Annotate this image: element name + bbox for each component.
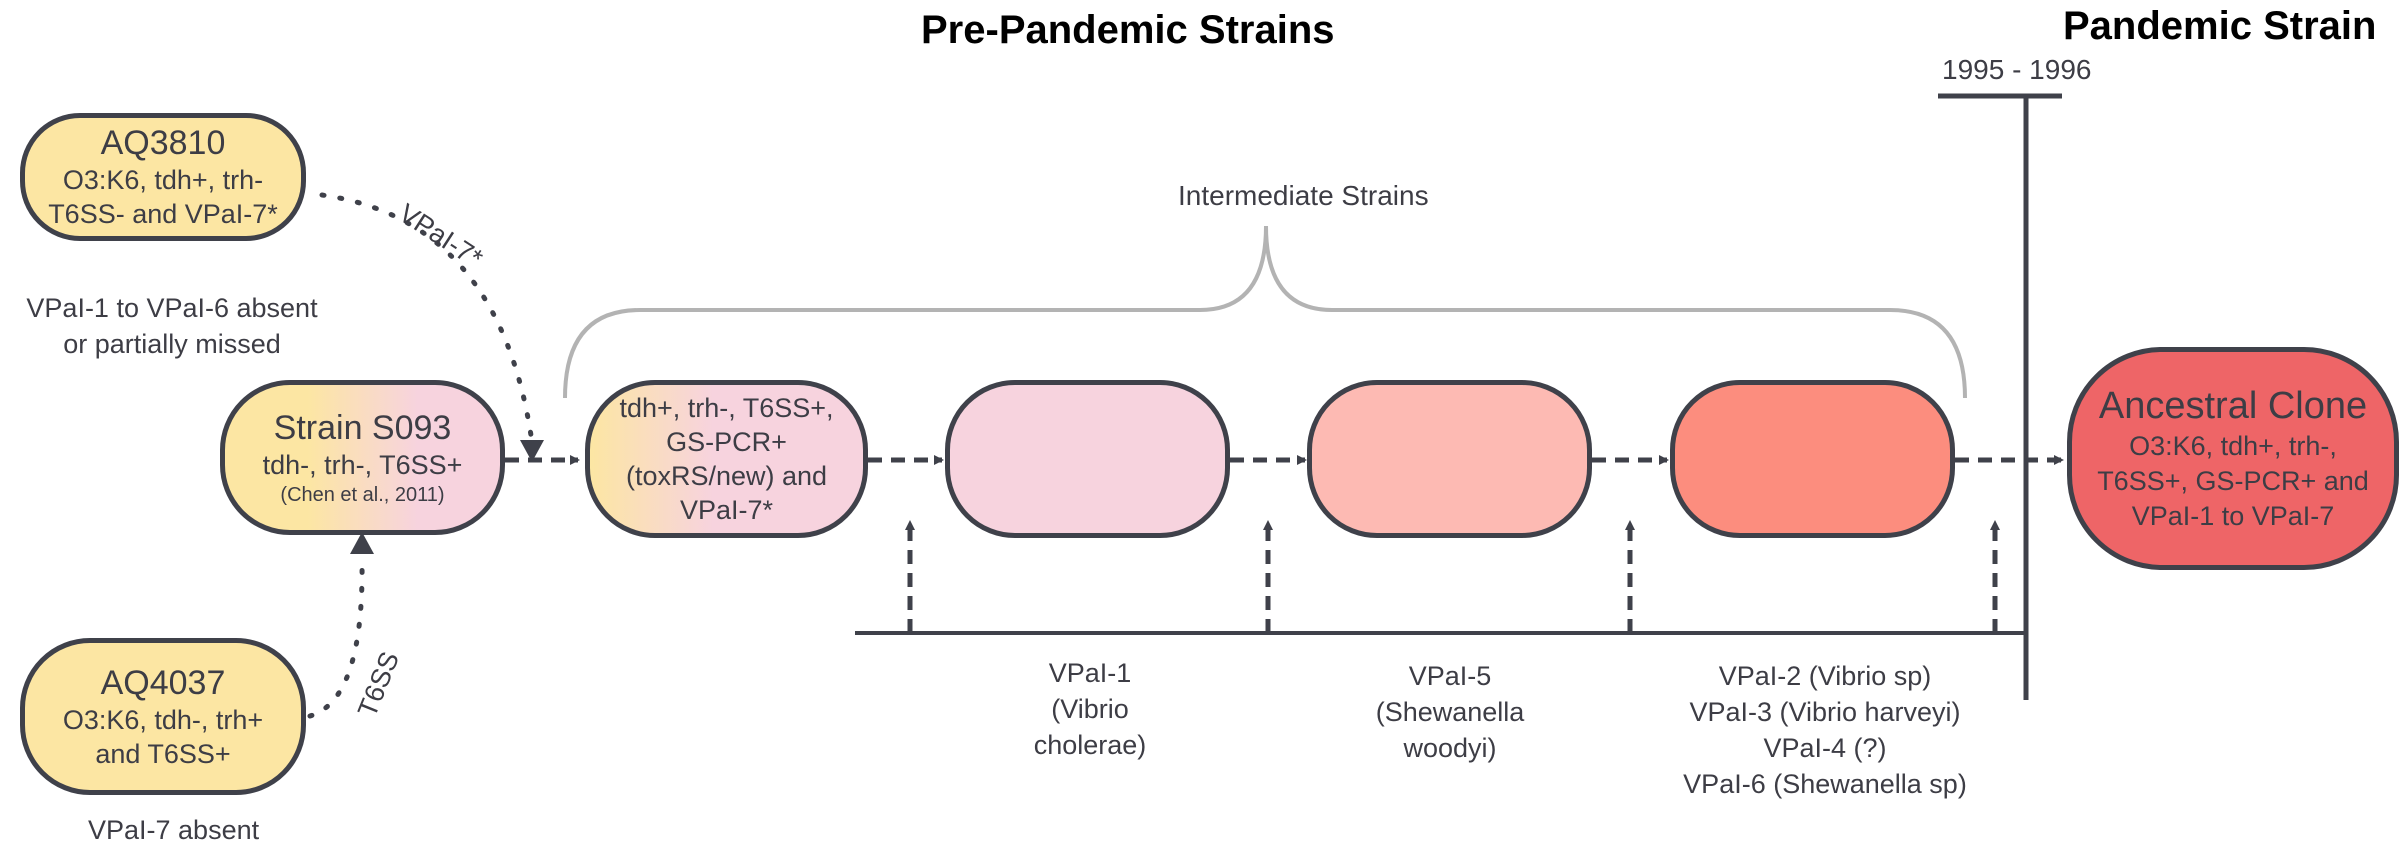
acquisition-1-line3: cholerae) [1033, 730, 1147, 760]
intermediate-strains-label: Intermediate Strains [1178, 180, 1429, 211]
acquisition-label-1: VPaI-1 (Vibrio cholerae) [1030, 655, 1150, 763]
intermediate-strain-4-node [1670, 380, 1955, 538]
intermediate-strain-3-node [1307, 380, 1592, 538]
acquisition-label-2: VPaI-5 (Shewanella woodyi) [1370, 658, 1530, 766]
acquisition-label-3: VPaI-2 (Vibrio sp) VPaI-3 (Vibrio harvey… [1660, 658, 1990, 802]
vpai7-dotted-arrow [319, 192, 535, 445]
acquisition-1-line2: (Vibrio [1051, 694, 1129, 724]
intermediate-strain-2-node [945, 380, 1230, 538]
strain-aq3810-note-line2: or partially missed [63, 329, 281, 359]
strain-aq3810-line1: O3:K6, tdh+, trh- [62, 165, 264, 195]
acquisition-2-line3: woodyi) [1403, 733, 1497, 763]
acquisition-3-line2: VPaI-3 (Vibrio harveyi) [1689, 697, 1961, 727]
ancestral-clone-name: Ancestral Clone [2098, 385, 2368, 427]
acquisition-2-line1: VPaI-5 [1408, 661, 1492, 691]
intermediate-brace [563, 225, 1967, 399]
strain-s093-citation: (Chen et al., 2011) [280, 483, 445, 506]
strain-aq3810-note-line1: VPaI-1 to VPaI-6 absent [26, 293, 318, 323]
strain-aq4037-node: AQ4037 O3:K6, tdh-, trh+ and T6SS+ [20, 638, 306, 795]
ancestral-clone-node: Ancestral Clone O3:K6, tdh+, trh-, T6SS+… [2067, 347, 2399, 570]
acquisition-2-line2: (Shewanella [1375, 697, 1525, 727]
t6ss-arrowhead [350, 532, 374, 554]
period-label: 1995 - 1996 [1942, 54, 2092, 85]
strain-aq3810-line2: T6SS- and VPaI-7* [48, 199, 278, 229]
intermediate-strain-1-line2: GS-PCR+ [666, 427, 787, 457]
ancestral-clone-line2: T6SS+, GS-PCR+ and [2097, 466, 2369, 496]
strain-aq4037-note: VPaI-7 absent [88, 815, 260, 845]
strain-aq3810-note: VPaI-1 to VPaI-6 absent or partially mis… [22, 290, 322, 362]
strain-aq3810-node: AQ3810 O3:K6, tdh+, trh- T6SS- and VPaI-… [20, 113, 306, 241]
strain-s093-name: Strain S093 [273, 408, 452, 447]
t6ss-dotted-arrow [307, 557, 365, 719]
intermediate-strain-1-line1: tdh+, trh-, T6SS+, [619, 393, 834, 423]
acquisition-3-line3: VPaI-4 (?) [1763, 733, 1887, 763]
strain-aq4037-name: AQ4037 [100, 663, 226, 702]
acquisition-1-line1: VPaI-1 [1048, 658, 1132, 688]
ancestral-clone-line1: O3:K6, tdh+, trh-, [2129, 431, 2337, 461]
intermediate-strain-1-line3: (toxRS/new) and [625, 461, 828, 491]
intermediate-strain-1-line4: VPaI-7* [679, 495, 774, 525]
pandemic-title: Pandemic Strain [2063, 4, 2377, 48]
strain-s093-line1: tdh-, trh-, T6SS+ [262, 449, 463, 480]
acquisition-3-line4: VPaI-6 (Shewanella sp) [1683, 769, 1967, 799]
pre-pandemic-title: Pre-Pandemic Strains [921, 8, 1335, 52]
vpai7-arrowhead [520, 440, 544, 462]
acquisition-3-line1: VPaI-2 (Vibrio sp) [1718, 661, 1932, 691]
strain-aq4037-line2: and T6SS+ [95, 738, 231, 769]
intermediate-strain-1-node: tdh+, trh-, T6SS+, GS-PCR+ (toxRS/new) a… [585, 380, 868, 538]
strain-s093-node: Strain S093 tdh-, trh-, T6SS+ (Chen et a… [220, 380, 505, 535]
ancestral-clone-line3: VPaI-1 to VPaI-7 [2131, 501, 2335, 531]
strain-aq4037-line1: O3:K6, tdh-, trh+ [62, 704, 264, 735]
strain-aq3810-name: AQ3810 [100, 124, 226, 162]
